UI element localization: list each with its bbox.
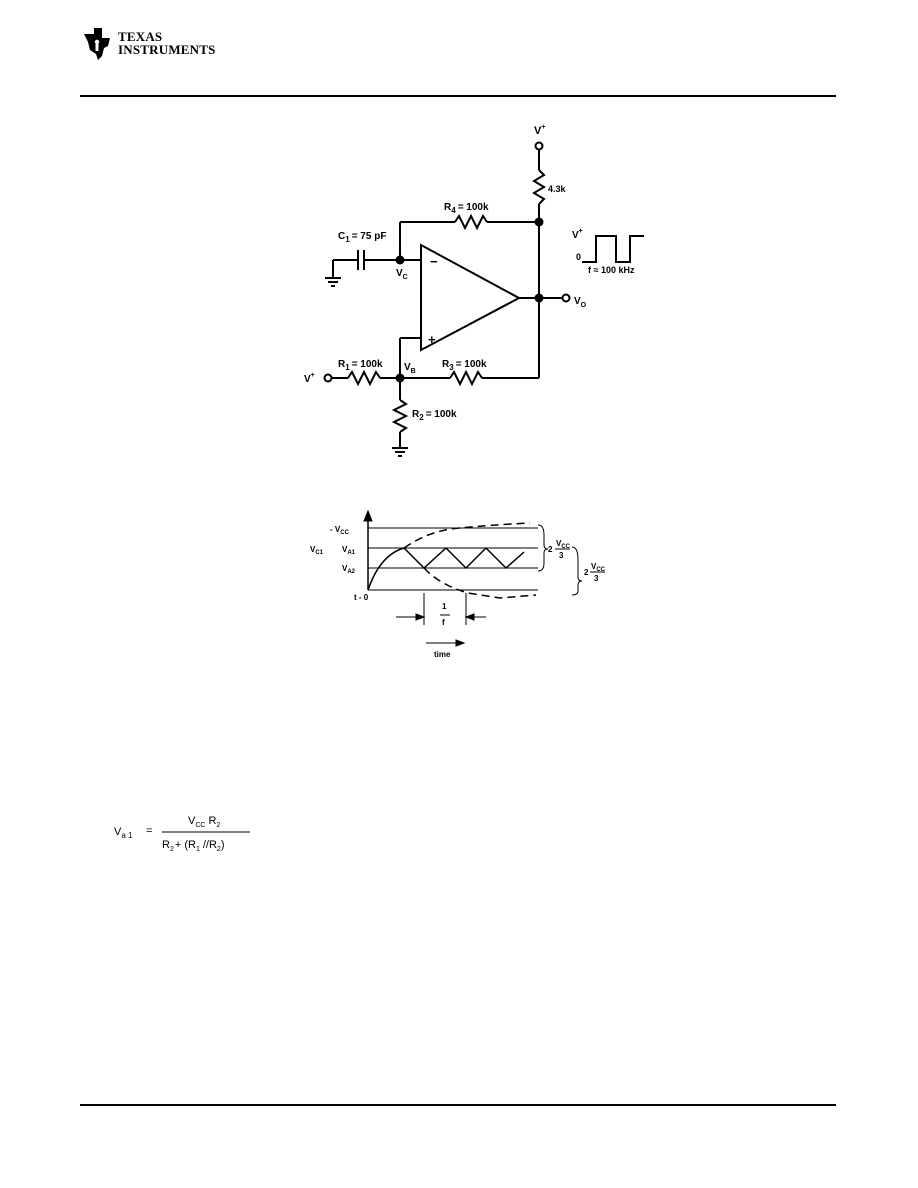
bracket1-den: 3 [559, 551, 564, 560]
r3-value: = 100k [456, 359, 487, 370]
noninverting-input-sign: + [428, 332, 436, 347]
c1-sub: 1 [345, 235, 350, 244]
square-v-label: V [572, 230, 579, 241]
capacitor-waveform: - VCC VC1 VA1 VA2 t - 0 1 f time 2 VCC 3… [310, 509, 606, 659]
svg-text:VA2: VA2 [342, 564, 356, 575]
eq-num-r: R [208, 815, 216, 827]
r1-sub: 1 [345, 363, 350, 372]
vc-sub: C [403, 274, 408, 281]
eq-den-c-sub: 2 [217, 846, 221, 853]
c1-value: = 75 pF [352, 231, 387, 242]
square-zero-label: 0 [576, 252, 581, 262]
square-v-sup: + [579, 228, 583, 235]
eq-den-c: //R [203, 839, 217, 851]
va2-label: V [342, 564, 348, 573]
period-numerator: 1 [442, 602, 447, 611]
r1-label: R [338, 359, 346, 370]
eq-num-v: V [188, 815, 196, 827]
svg-text:VCC: VCC [591, 562, 606, 573]
svg-text:V+: V+ [304, 372, 315, 385]
ti-logo-icon [84, 28, 110, 60]
bracket2-coefficient: 2 [584, 568, 589, 577]
bracket2-num: V [591, 562, 597, 571]
vplus-top-label: V [534, 125, 542, 137]
bracket1-coefficient: 2 [548, 545, 553, 554]
r1-value: = 100k [352, 359, 383, 370]
square-frequency-label: f ≈ 100 kHz [588, 265, 635, 275]
svg-text:- VCC: - VCC [330, 525, 350, 536]
eq-den-d: ) [221, 839, 225, 851]
oscillator-schematic: V+ 4.3k R4= 100k C1= 75 pF VC − + VO VB … [304, 124, 644, 457]
t-zero-label: t - 0 [354, 593, 369, 602]
eq-den-a: R [162, 839, 170, 851]
eq-num-v-sub: CC [195, 822, 205, 829]
vb-label: V [404, 362, 411, 373]
vcc-label: - V [330, 525, 341, 534]
r2-label: R [412, 409, 420, 420]
eq-den-b-sub: 1 [196, 846, 200, 853]
eq-den-b: + (R [175, 839, 196, 851]
eq-lhs: V [114, 826, 122, 838]
svg-text:VCC: VCC [556, 539, 571, 550]
r2-sub: 2 [419, 413, 424, 422]
vc-label: V [396, 268, 403, 279]
vplus-top-sup: + [541, 124, 545, 131]
svg-text:Va 1: Va 1 [114, 826, 133, 840]
vb-sub: B [411, 368, 416, 375]
eq-lhs-sub: a 1 [121, 831, 133, 840]
eq-num-r-sub: 2 [216, 822, 220, 829]
svg-text:V+: V+ [572, 228, 583, 241]
svg-text:C1= 75 pF: C1= 75 pF [338, 231, 386, 244]
r3-label: R [442, 359, 450, 370]
r2-value: = 100k [426, 409, 457, 420]
vo-sub: O [581, 302, 587, 309]
svg-text:R4= 100k: R4= 100k [444, 202, 489, 215]
vc1-sub: C1 [315, 550, 323, 556]
vin-sup: + [311, 372, 315, 379]
logo-line1: Texas [118, 29, 163, 44]
pullup-resistor-label: 4.3k [548, 184, 567, 194]
svg-text:VB: VB [404, 362, 416, 375]
r4-value: = 100k [458, 202, 489, 213]
eq-equals: = [146, 825, 152, 837]
r4-label: R [444, 202, 452, 213]
eq-den-a-sub: 2 [170, 846, 174, 853]
r4-sub: 4 [451, 206, 456, 215]
inverting-input-sign: − [430, 254, 438, 269]
svg-text:VO: VO [574, 296, 587, 309]
vo-label: V [574, 296, 581, 307]
svg-text:VA1: VA1 [342, 545, 356, 556]
logo-line2: Instruments [118, 42, 216, 57]
vc1-label: V [310, 545, 316, 554]
period-denominator: f [442, 618, 445, 627]
c1-label: C [338, 231, 345, 242]
va1-label: V [342, 545, 348, 554]
va1-sub: A1 [347, 550, 355, 556]
footer-rule [80, 1104, 836, 1106]
va2-sub: A2 [347, 569, 355, 575]
svg-text:V+: V+ [534, 124, 545, 137]
svg-text:R1= 100k: R1= 100k [338, 359, 383, 372]
svg-text:R2+ (R1//R2): R2+ (R1//R2) [162, 839, 225, 853]
vin-label: V [304, 374, 311, 385]
svg-text:VC: VC [396, 268, 408, 281]
svg-text:R3= 100k: R3= 100k [442, 359, 487, 372]
svg-text:VC1: VC1 [310, 545, 324, 556]
bracket1-num: V [556, 539, 562, 548]
r3-sub: 3 [449, 363, 454, 372]
bracket2-den: 3 [594, 574, 599, 583]
vcc-sub: CC [340, 530, 349, 536]
header-rule [80, 95, 836, 97]
svg-text:R2= 100k: R2= 100k [412, 409, 457, 422]
logo-wordmark: Texas Instruments [118, 30, 216, 56]
time-axis-label: time [434, 650, 451, 659]
bracket1-numsub: CC [561, 544, 570, 550]
bracket2-numsub: CC [596, 567, 605, 573]
